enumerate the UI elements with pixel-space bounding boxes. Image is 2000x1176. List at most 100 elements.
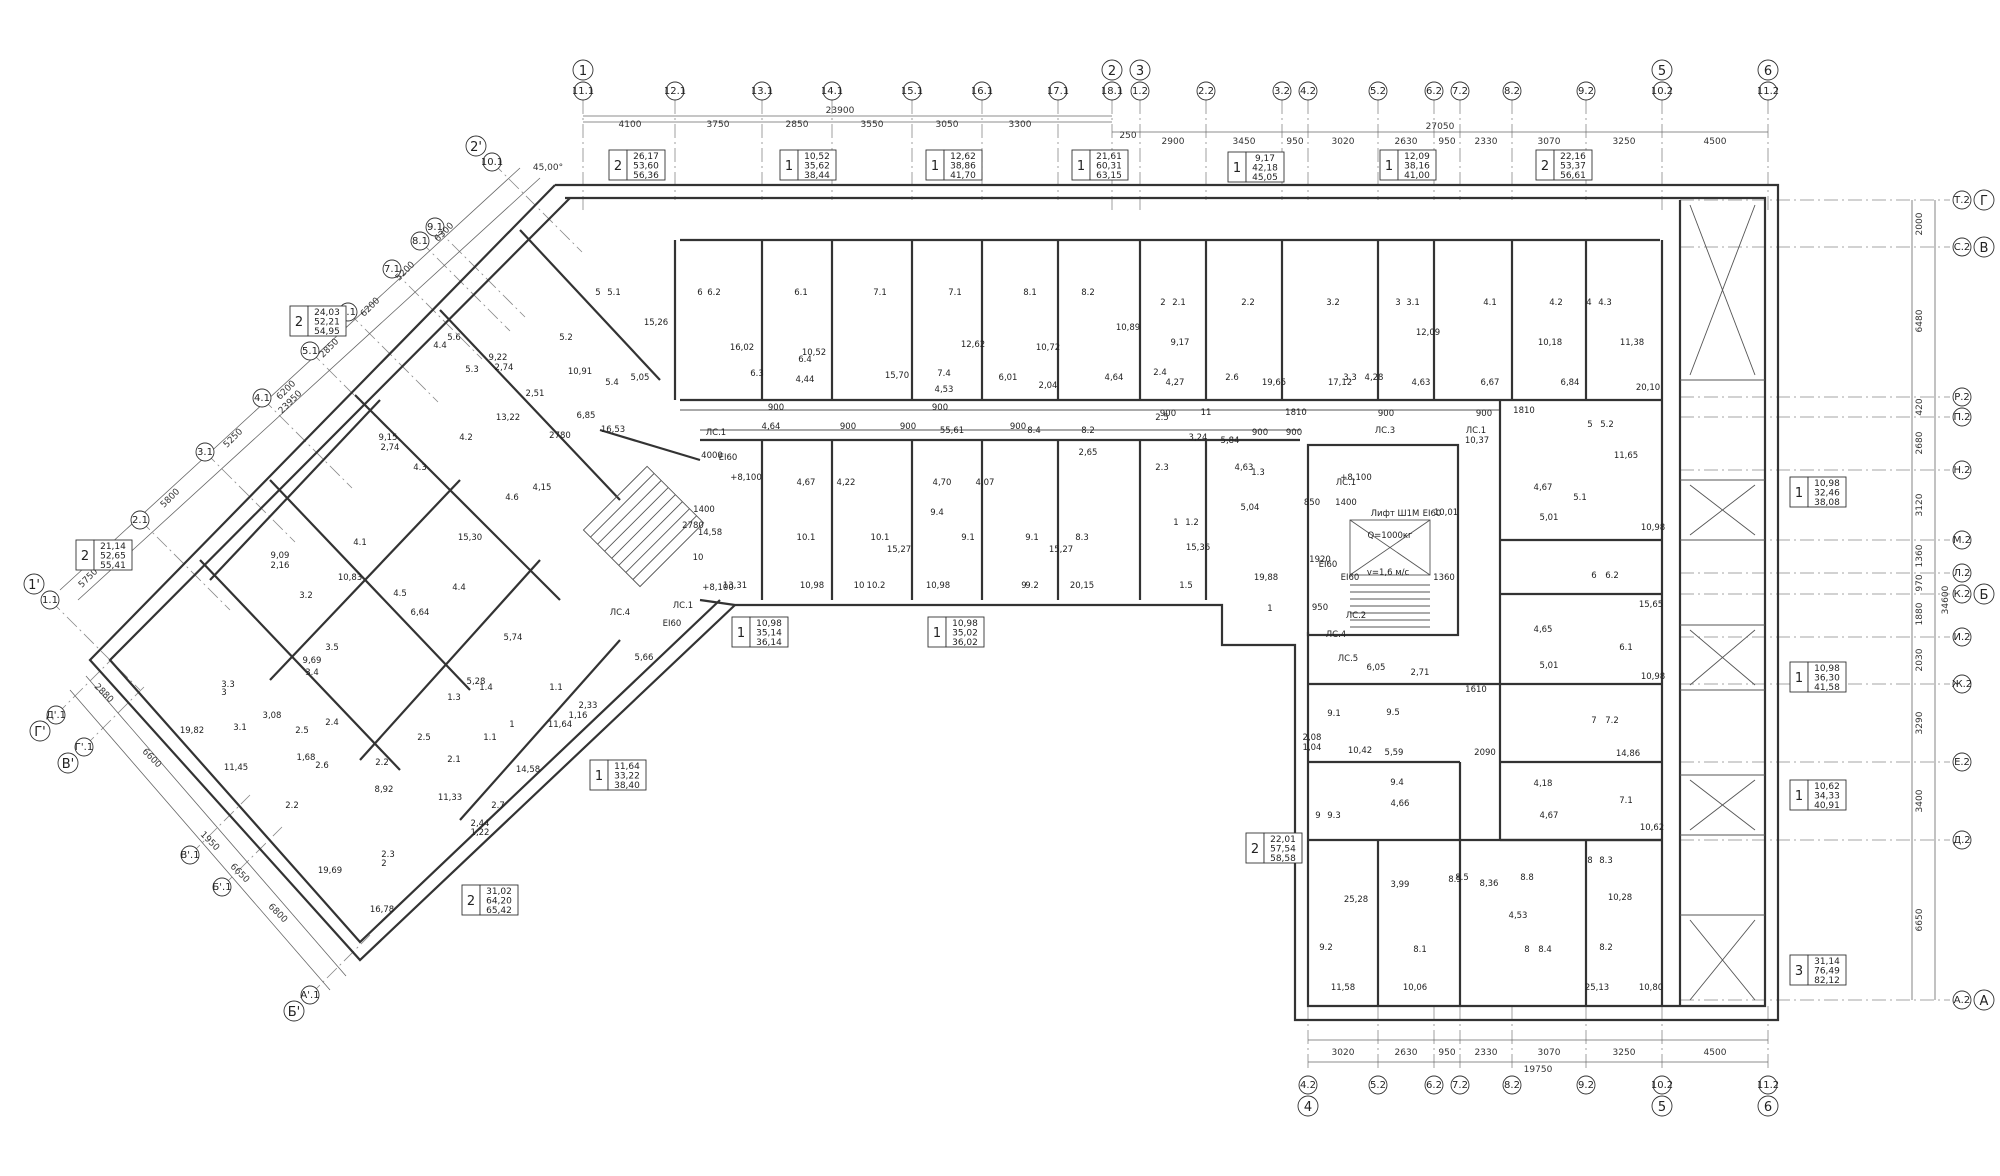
room-label: 11,64 <box>548 720 572 730</box>
dimension-text: 3550 <box>861 120 884 130</box>
room-label: 4,22 <box>837 478 856 488</box>
room-label: 7.1 <box>873 288 887 298</box>
axis-bubble <box>972 81 992 101</box>
room-label: 13,31 <box>723 581 747 591</box>
room-label: 2.5 <box>295 726 309 736</box>
axis-label: 6.1 <box>340 307 356 318</box>
axis-bubble <box>1952 563 1972 583</box>
room-label: ЕI60 <box>719 453 738 463</box>
plan-note: 2780 <box>682 521 704 531</box>
room-label: 9.2 <box>1319 943 1333 953</box>
axis-label: 6.2 <box>1426 1080 1442 1091</box>
axis-bubble <box>482 152 502 172</box>
apartment-area-value: 26,17 <box>633 152 659 162</box>
axis-main-label: Г' <box>34 725 46 740</box>
axis-bubble <box>1652 81 1672 101</box>
axis-bubble <box>1952 990 1972 1010</box>
apartment-area-value: 38,86 <box>950 162 976 172</box>
room-label: 8.5 <box>1448 875 1462 885</box>
axis-bubble <box>74 737 94 757</box>
room-label: 1,68 <box>297 753 316 763</box>
dimension-text: 3250 <box>1613 137 1636 147</box>
room-label: 11,65 <box>1614 451 1638 461</box>
axis-bubble <box>665 81 685 101</box>
apartment-tag-area-box <box>1807 661 1847 693</box>
room-label: 4,64 <box>1105 373 1124 383</box>
apartment-area-value: 32,46 <box>1814 489 1840 499</box>
room-label: ЕI60 <box>1341 573 1360 583</box>
room-label: 12,09 <box>1416 328 1440 338</box>
axis-bubble <box>1952 627 1972 647</box>
axis-bubble <box>1952 407 1972 427</box>
axis-bubble <box>46 705 66 725</box>
axis-label: М.2 <box>1953 535 1971 546</box>
room-label: 2,04 <box>1039 381 1058 391</box>
apartment-area-value: 65,42 <box>486 906 512 916</box>
room-label: 2.1 <box>1172 298 1186 308</box>
axis-main-label: Б' <box>288 1005 301 1020</box>
axis-bubble <box>1048 81 1068 101</box>
apartment-rooms-count: 1 <box>1385 159 1393 174</box>
room-label: 5 <box>595 288 600 298</box>
room-label: 2.4 <box>325 718 339 728</box>
axis-bubble <box>1196 81 1216 101</box>
room-label: 9,69 <box>303 656 322 666</box>
axis-label: Л.2 <box>1953 568 1970 579</box>
room-label: +8,100 <box>730 473 761 483</box>
dimension-text: 3050 <box>936 120 959 130</box>
room-label: 1,04 <box>1303 743 1322 753</box>
room-label: 1360 <box>1433 573 1455 583</box>
apartment-area-value: 57,54 <box>1270 845 1296 855</box>
apartment-area-value: 36,30 <box>1814 674 1840 684</box>
top-small-dim: 250 <box>1119 131 1136 141</box>
dimension-text: 6480 <box>1915 309 1925 332</box>
axis-bubble <box>1758 1075 1778 1095</box>
dimension-text: 1880 <box>1915 602 1925 625</box>
grid-line <box>309 934 371 996</box>
room-label: 900 <box>840 422 856 432</box>
dimension-text: 2630 <box>1395 1048 1418 1058</box>
room-label: 4,63 <box>1235 463 1254 473</box>
apartment-area-value: 76,49 <box>1814 967 1840 977</box>
room-label: 19,82 <box>180 726 204 736</box>
axis-label: 5.2 <box>1370 86 1386 97</box>
room-label: 5.6 <box>447 333 461 343</box>
room-label: 15,27 <box>1049 545 1073 555</box>
room-label: 20,15 <box>1070 581 1094 591</box>
room-label: 5.2 <box>559 333 573 343</box>
axis-label: 11.2 <box>1757 86 1779 97</box>
room-label: 10,37 <box>1465 436 1489 446</box>
axis-label: П.2 <box>1953 412 1970 423</box>
room-label: 1.1 <box>483 733 497 743</box>
apartment-area-value: 11,64 <box>614 762 640 772</box>
axis-label: Д'.1 <box>46 710 66 721</box>
room-label: 5,05 <box>631 373 650 383</box>
apartment-area-value: 42,18 <box>1252 164 1278 174</box>
room-label: 10,98 <box>1641 672 1665 682</box>
stair-treads-right <box>1350 584 1430 628</box>
room-label: 10,80 <box>1639 983 1663 993</box>
room-label: 4,07 <box>976 478 995 488</box>
room-label: 2,16 <box>271 561 290 571</box>
axis-label: 9.2 <box>1578 1080 1594 1091</box>
room-label: 10,28 <box>1608 893 1632 903</box>
axis-main-label: Б <box>1980 588 1989 603</box>
room-label: 5,84 <box>1221 436 1240 446</box>
dimension-text: 3750 <box>707 120 730 130</box>
axis-label: 9.1 <box>427 222 443 233</box>
dimension-text: 3070 <box>1538 1048 1561 1058</box>
dimension-text: 6650 <box>1915 908 1925 931</box>
apartment-tag-area-box <box>1807 954 1847 986</box>
grid-line <box>189 794 251 856</box>
axis-bubble <box>1424 81 1444 101</box>
room-label: 5,59 <box>1385 748 1404 758</box>
room-label: 6.4 <box>798 355 812 365</box>
room-label: 2.5 <box>1155 413 1169 423</box>
apartment-area-value: 33,22 <box>614 772 640 782</box>
axis-bubble <box>1952 530 1972 550</box>
